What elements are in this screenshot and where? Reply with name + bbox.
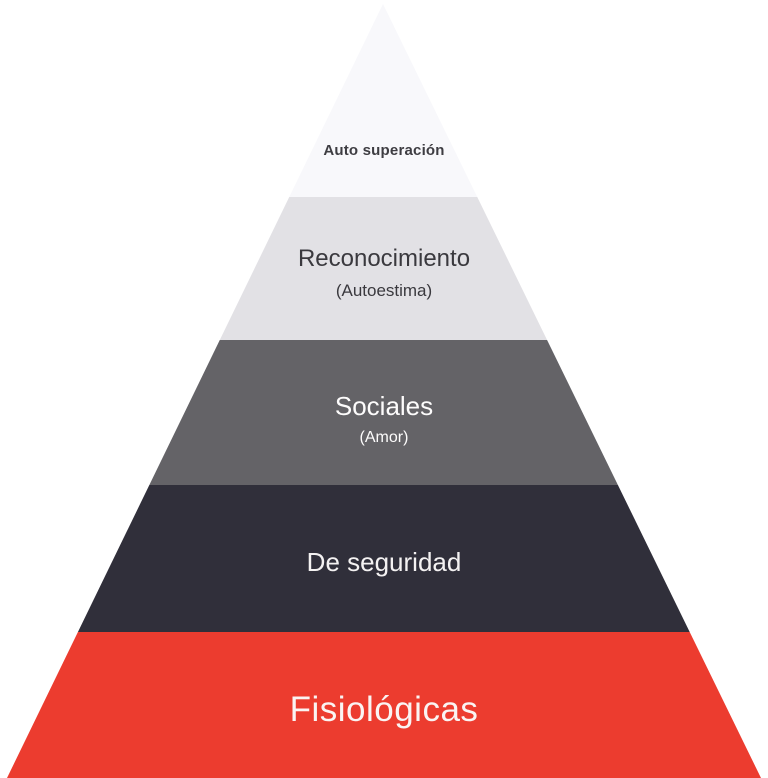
level-label-sociales: Sociales [334,390,434,421]
pyramid-level-sociales: Sociales (Amor) [7,340,761,485]
level-label-reconocimiento: Reconocimiento [297,244,471,272]
level-label-de-seguridad: De seguridad [306,547,462,578]
level-sublabel-amor: (Amor) [359,428,409,446]
level-label-fisiologicas: Fisiológicas [289,689,479,729]
pyramid-level-fisiologicas: Fisiológicas [7,632,761,778]
pyramid-level-de-seguridad: De seguridad [7,485,761,632]
pyramid-level-auto-superacion: Auto superación [7,4,761,197]
level-sublabel-autoestima: (Autoestima) [335,280,433,300]
pyramid-level-reconocimiento: Reconocimiento (Autoestima) [7,197,761,340]
level-label-auto-superacion: Auto superación [323,141,445,159]
